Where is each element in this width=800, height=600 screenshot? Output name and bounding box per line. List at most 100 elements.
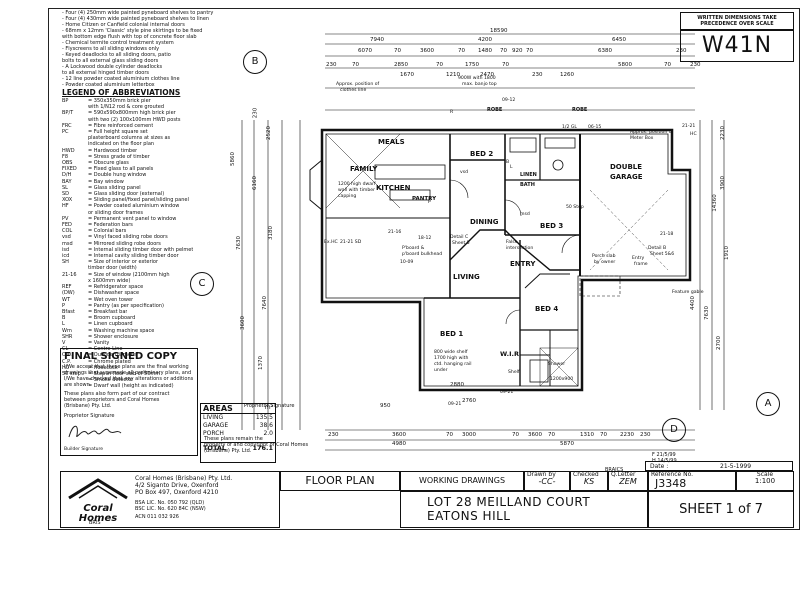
dimension-text: 3600 <box>420 48 434 54</box>
legend-code: FED <box>62 222 72 229</box>
floor-plan-title: FLOOR PLAN <box>305 474 375 487</box>
note-line: - Powder coated aluminium letterbox <box>62 82 155 88</box>
room-robe-1: ROBE <box>487 107 503 113</box>
plan-note: Detail B <box>648 246 667 251</box>
legend-code: SH <box>62 259 69 266</box>
legend-code: FRC <box>62 122 72 129</box>
lot-line-1: LOT 28 MEILLAND COURT <box>427 495 591 509</box>
legend-meaning: = Vinyl faced sliding robe doors <box>88 234 168 241</box>
date-row: Date : 21-5-1999 <box>645 461 793 471</box>
date-value: 21-5-1999 <box>720 463 752 470</box>
plan-note: 06-15 <box>588 125 602 130</box>
legend-row: L= Linen cupboard <box>62 321 242 327</box>
lot-cell: LOT 28 MEILLAND COURT EATONS HILL <box>400 491 648 528</box>
dimension-text: 2880 <box>450 382 464 388</box>
legend-row: with 1/N12 rod & core grouted <box>62 104 242 110</box>
legend-meaning: = Colonial bars <box>88 228 127 235</box>
legend-meaning: = Stress grade of timber <box>88 153 150 160</box>
legend-meaning: = Internal sliding timber door with pelm… <box>88 246 194 253</box>
legend-row: V= Vanity <box>62 340 242 346</box>
plan-note: under <box>434 368 448 373</box>
legend-code: SHR <box>62 333 73 340</box>
dimension-text: 70 <box>394 48 401 54</box>
plan-note: 1200x900 <box>550 377 574 382</box>
legend-meaning: = Glass sliding door (external) <box>88 191 165 198</box>
dimension-text: 2230 <box>720 126 726 140</box>
legend-row: SH= Size of interior or exterior <box>62 259 242 265</box>
room-meals: MEALS <box>378 138 405 146</box>
legend-meaning: = Wet oven tower <box>88 296 134 303</box>
legend-row: HC= Hosecock <box>62 365 242 371</box>
legend-code: HC <box>62 364 70 371</box>
legend-code: XOX <box>62 197 73 204</box>
revision-1: F 21/5/99 <box>652 452 676 458</box>
room-double: DOUBLE <box>610 163 643 171</box>
area-name: LIVING <box>203 414 224 421</box>
legend-row: indicated on the floor plan <box>62 141 242 147</box>
legend-code: COL <box>62 228 73 235</box>
qletter-label: Q.Letter <box>611 471 636 478</box>
legend-code: 21-16 <box>62 271 77 278</box>
drawn-by-cell: Drawn by -CC- <box>524 471 570 491</box>
plan-note: Sheet 5&6 <box>650 252 675 257</box>
dimension-text: 1750 <box>465 62 479 68</box>
dimension-text: 70 <box>436 62 443 68</box>
legend-meaning: = Linen cupboard <box>88 321 133 328</box>
legend-meaning: = Dishwasher space <box>88 290 140 297</box>
legend-row: 50 step= Step in floor slab of 50mm <box>62 371 242 377</box>
legend-code: 50 step <box>62 370 81 377</box>
working-drawings-cell: WORKING DRAWINGS <box>400 471 524 491</box>
legend-code: FIXED <box>62 166 77 173</box>
legend-meaning: = Double hung window <box>88 172 147 179</box>
dimension-text: 2230 <box>620 432 634 438</box>
legend-meaning: x 1600mm wide) <box>88 277 131 284</box>
legend: LEGEND OF ABBREVIATIONS BP= 350x350mm br… <box>62 88 242 390</box>
dimension-text: 6160 <box>252 176 258 190</box>
legend-meaning: = Dwarf wall (height as indicated) <box>88 383 174 390</box>
legend-row: C.P.= Chrome plated <box>62 359 242 365</box>
legend-code: SL <box>62 184 68 191</box>
dimension-text: 2520 <box>266 126 272 140</box>
legend-meaning: = Sliding panel/fixed panel/sliding pane… <box>88 197 189 204</box>
checked-cell: Checked KS <box>570 471 608 491</box>
dimension-text: 1260 <box>560 72 574 78</box>
dimension-text: 3900 <box>720 176 726 190</box>
legend-row: P= Pantry (as per specification) <box>62 303 242 309</box>
legend-code: D/H <box>62 172 72 179</box>
working-drawings-title: WORKING DRAWINGS <box>418 476 506 485</box>
dimension-text: 1910 <box>724 246 730 260</box>
areas-unit: m² <box>264 404 273 411</box>
qletter-cell: Q.Letter ZEM <box>608 471 648 491</box>
dimension-text: 230 <box>532 72 543 78</box>
dimension-text: 1480 <box>478 48 492 54</box>
room-dining: DINING <box>470 218 499 226</box>
dimension-text: 1310 <box>580 432 594 438</box>
legend-row: or sliding door frames <box>62 210 242 216</box>
plan-note: Ex.HC <box>324 240 338 245</box>
legend-code: BP <box>62 98 69 104</box>
dimension-text: 6380 <box>598 48 612 54</box>
legend-meaning: = Obscure glass <box>88 160 129 167</box>
company-licence-2: BSC LIC. No. 620 84C (NSW) <box>135 506 206 512</box>
legend-row: BP/T= 590x590x800mm high brick pier <box>62 110 242 116</box>
dimension-text: 230 <box>328 432 339 438</box>
proprietor-signature-label: Proprietor Signature <box>64 413 115 419</box>
dimension-text: 230 <box>640 432 651 438</box>
legend-row: B= Broom cupboard <box>62 315 242 321</box>
dimension-text: 5860 <box>230 152 236 166</box>
final-copy-title: FINAL SIGNED COPY <box>64 351 178 362</box>
legend-meaning: = Mirrored sliding robe doors <box>88 240 161 247</box>
final-copy-line: between proprietors and Coral Homes <box>64 397 160 403</box>
legend-row: HF= Powder coated aluminium window <box>62 203 242 209</box>
company-name: Coral Homes (Brisbane) Pty. Ltd. <box>135 475 233 482</box>
dimension-text: 2850 <box>394 62 408 68</box>
legend-meaning: = Centre Line <box>88 346 123 353</box>
dimension-text: 6450 <box>612 37 626 43</box>
plan-note: 1200 high dwarf <box>338 182 376 187</box>
legend-meaning: = Breakfast bar <box>88 308 128 315</box>
plan-note: 900W with 1800 <box>458 76 496 81</box>
company-address-1: 4/2 Siganto Drive, Oxenford <box>135 482 219 489</box>
legend-meaning: = Internal cavity sliding timber door <box>88 253 179 260</box>
logo-sub: BRIS <box>89 520 101 526</box>
